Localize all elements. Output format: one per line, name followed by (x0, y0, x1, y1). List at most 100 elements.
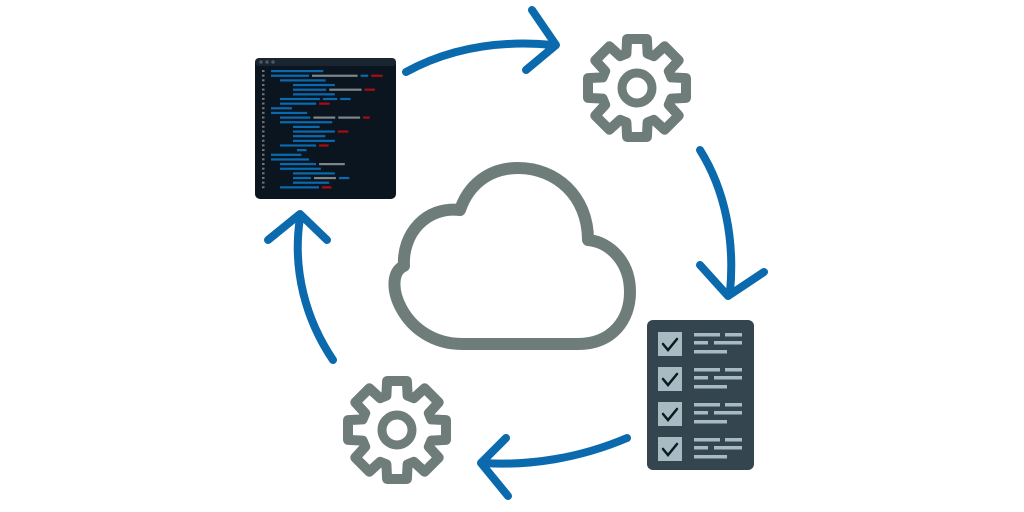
arrow-gear-to-editor (264, 210, 337, 364)
checklist-text-line (714, 341, 742, 345)
line-number (262, 125, 265, 128)
code-token (280, 163, 317, 166)
code-token (271, 107, 292, 110)
checkmark-icon (661, 442, 679, 457)
code-token (293, 83, 335, 87)
editor-titlebar (255, 58, 396, 66)
line-number (262, 70, 265, 72)
code-token (271, 111, 308, 115)
code-token (338, 116, 361, 119)
code-token (293, 176, 312, 180)
code-token (363, 116, 370, 119)
code-lines (262, 70, 383, 189)
code-token (271, 70, 324, 73)
line-number (262, 74, 265, 77)
gear-icon (583, 34, 691, 142)
checklist-text-line (694, 455, 727, 459)
checklist-text-line (694, 420, 727, 424)
code-token (338, 176, 350, 180)
line-number (262, 158, 265, 161)
checklist-text-line (714, 376, 742, 380)
code-token (329, 88, 362, 91)
cloud-icon (388, 162, 636, 350)
code-token (280, 144, 317, 147)
gear-hole (377, 410, 417, 450)
code-token (271, 158, 309, 161)
code-token (293, 135, 326, 138)
checklist-text-line (694, 368, 720, 372)
window-dot (271, 60, 275, 64)
checkmark-icon (661, 407, 679, 422)
arrow-gear-to-checklist (696, 146, 768, 300)
line-number (262, 163, 265, 165)
checklist-text-line (714, 411, 742, 415)
line-number (262, 79, 265, 82)
checklist-text-line (694, 446, 708, 450)
checklist-text-line (725, 333, 742, 337)
line-number (262, 176, 265, 179)
checklist-text-line (694, 385, 727, 389)
window-dot (259, 60, 263, 64)
checklist-icon (647, 320, 754, 470)
checklist-text-line (694, 350, 727, 354)
checklist-text-line (725, 438, 742, 442)
code-token (280, 97, 320, 101)
checklist-text-line (725, 403, 742, 407)
line-number (262, 102, 265, 105)
checklist-text-line (694, 438, 720, 442)
line-number (262, 116, 265, 119)
checkmark-icon (661, 337, 679, 352)
gear-outline (583, 34, 691, 142)
code-token (280, 167, 321, 170)
line-number (262, 181, 265, 184)
code-token (360, 74, 369, 77)
line-number (262, 149, 265, 152)
checklist-text-line (725, 368, 742, 372)
code-token (293, 139, 335, 142)
gear-outline (343, 376, 451, 484)
line-number (262, 97, 265, 100)
code-token (280, 186, 319, 189)
checklist-text-line (694, 376, 708, 380)
code-token (321, 186, 332, 189)
line-number (262, 83, 265, 86)
gear-icon (343, 376, 451, 484)
code-token (293, 125, 320, 128)
code-token (280, 121, 333, 124)
line-number (262, 135, 265, 138)
checklist-text-line (694, 333, 720, 337)
code-token (271, 74, 309, 77)
code-token (319, 144, 329, 147)
line-number (262, 144, 265, 147)
code-token (280, 79, 326, 82)
window-dot (265, 60, 269, 64)
gear-hole (617, 68, 657, 108)
code-token (293, 172, 335, 175)
line-number (262, 186, 265, 189)
code-token (293, 93, 335, 96)
checkbox (658, 402, 682, 426)
code-token (293, 130, 335, 133)
line-number (262, 153, 265, 156)
checklist-text-line (714, 446, 742, 450)
checkmark-icon (661, 372, 679, 387)
code-token (293, 181, 330, 184)
code-token (364, 88, 375, 91)
code-token (312, 74, 358, 77)
line-number (262, 167, 265, 170)
line-number (262, 139, 265, 142)
code-editor-icon (255, 58, 396, 199)
checkbox (658, 437, 682, 461)
checklist-board (647, 320, 754, 470)
code-token (313, 116, 336, 119)
code-token (297, 149, 307, 152)
checklist-text-line (694, 341, 708, 345)
code-token (271, 153, 302, 156)
code-token (319, 102, 330, 105)
checkbox (658, 332, 682, 356)
line-number (262, 121, 265, 124)
checklist-text-line (694, 403, 720, 407)
checklist-text-line (694, 411, 708, 415)
line-number (262, 130, 265, 133)
